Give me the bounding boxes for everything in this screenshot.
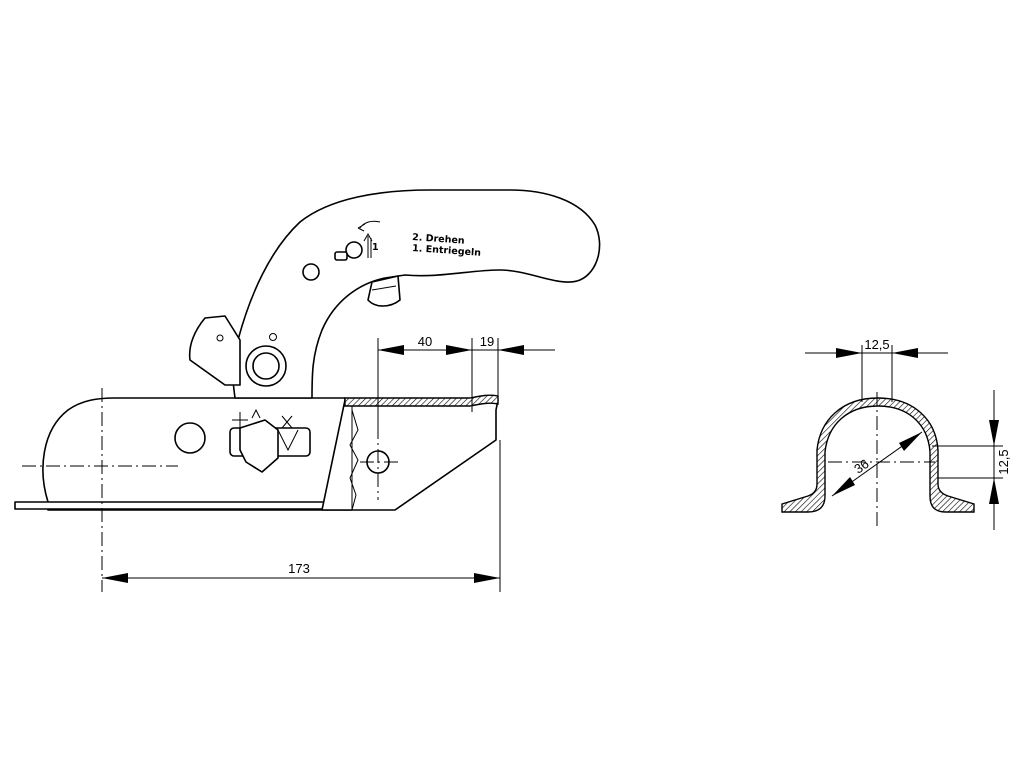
- body-hole: [174, 422, 206, 454]
- wear-indicator-lock: [239, 419, 279, 473]
- dimension-diameter: 36: [831, 431, 923, 497]
- lock-handle: [231, 189, 601, 399]
- dimension-side-height: 12,5: [932, 390, 1011, 530]
- dimension-side-height-label: 12,5: [996, 449, 1011, 474]
- dimension-mouth-width: 19: [472, 334, 555, 396]
- wear-indicator-plus: [232, 412, 248, 428]
- sleeve-break-line: [349, 409, 359, 511]
- drawbar-sleeve: [321, 399, 499, 511]
- handle-step-number: 1: [372, 242, 379, 253]
- release-lever: [188, 315, 241, 386]
- base-flange: [14, 501, 356, 510]
- indicator-pin-stem: [334, 251, 348, 261]
- coupling-section-view: 12,5 36 12,5: [781, 337, 1011, 530]
- dimension-top-width: 12,5: [805, 337, 948, 402]
- handle-pivot-hole: [252, 352, 280, 380]
- unlock-arrow-icon: [357, 220, 381, 232]
- wear-indicator-mark: [251, 408, 299, 452]
- indicator-pin: [345, 241, 363, 259]
- handle-hole-small: [302, 263, 320, 281]
- dimension-diameter-label: 36: [851, 456, 871, 477]
- u-profile-section: [781, 397, 975, 513]
- dimension-hole-offset-label: 40: [418, 334, 432, 349]
- dimension-overall-length: 173: [102, 440, 501, 592]
- lift-arrow-icon: [363, 232, 373, 258]
- coupling-side-view: 1 2. Drehen 1. Entriegeln 173: [14, 189, 601, 592]
- handle-recess-shade: [371, 285, 397, 291]
- dimension-mouth-width-label: 19: [480, 334, 494, 349]
- dimension-top-width-label: 12,5: [864, 337, 889, 352]
- sleeve-wall-section: [344, 394, 499, 407]
- release-lever-pin: [216, 334, 224, 342]
- handle-rivet: [269, 333, 277, 341]
- dimension-overall-length-label: 173: [288, 561, 310, 576]
- handle-instruction-line1: 2. Drehen: [412, 232, 465, 247]
- handle-instruction-line2: 1. Entriegeln: [412, 243, 482, 259]
- handle-recess: [367, 275, 401, 307]
